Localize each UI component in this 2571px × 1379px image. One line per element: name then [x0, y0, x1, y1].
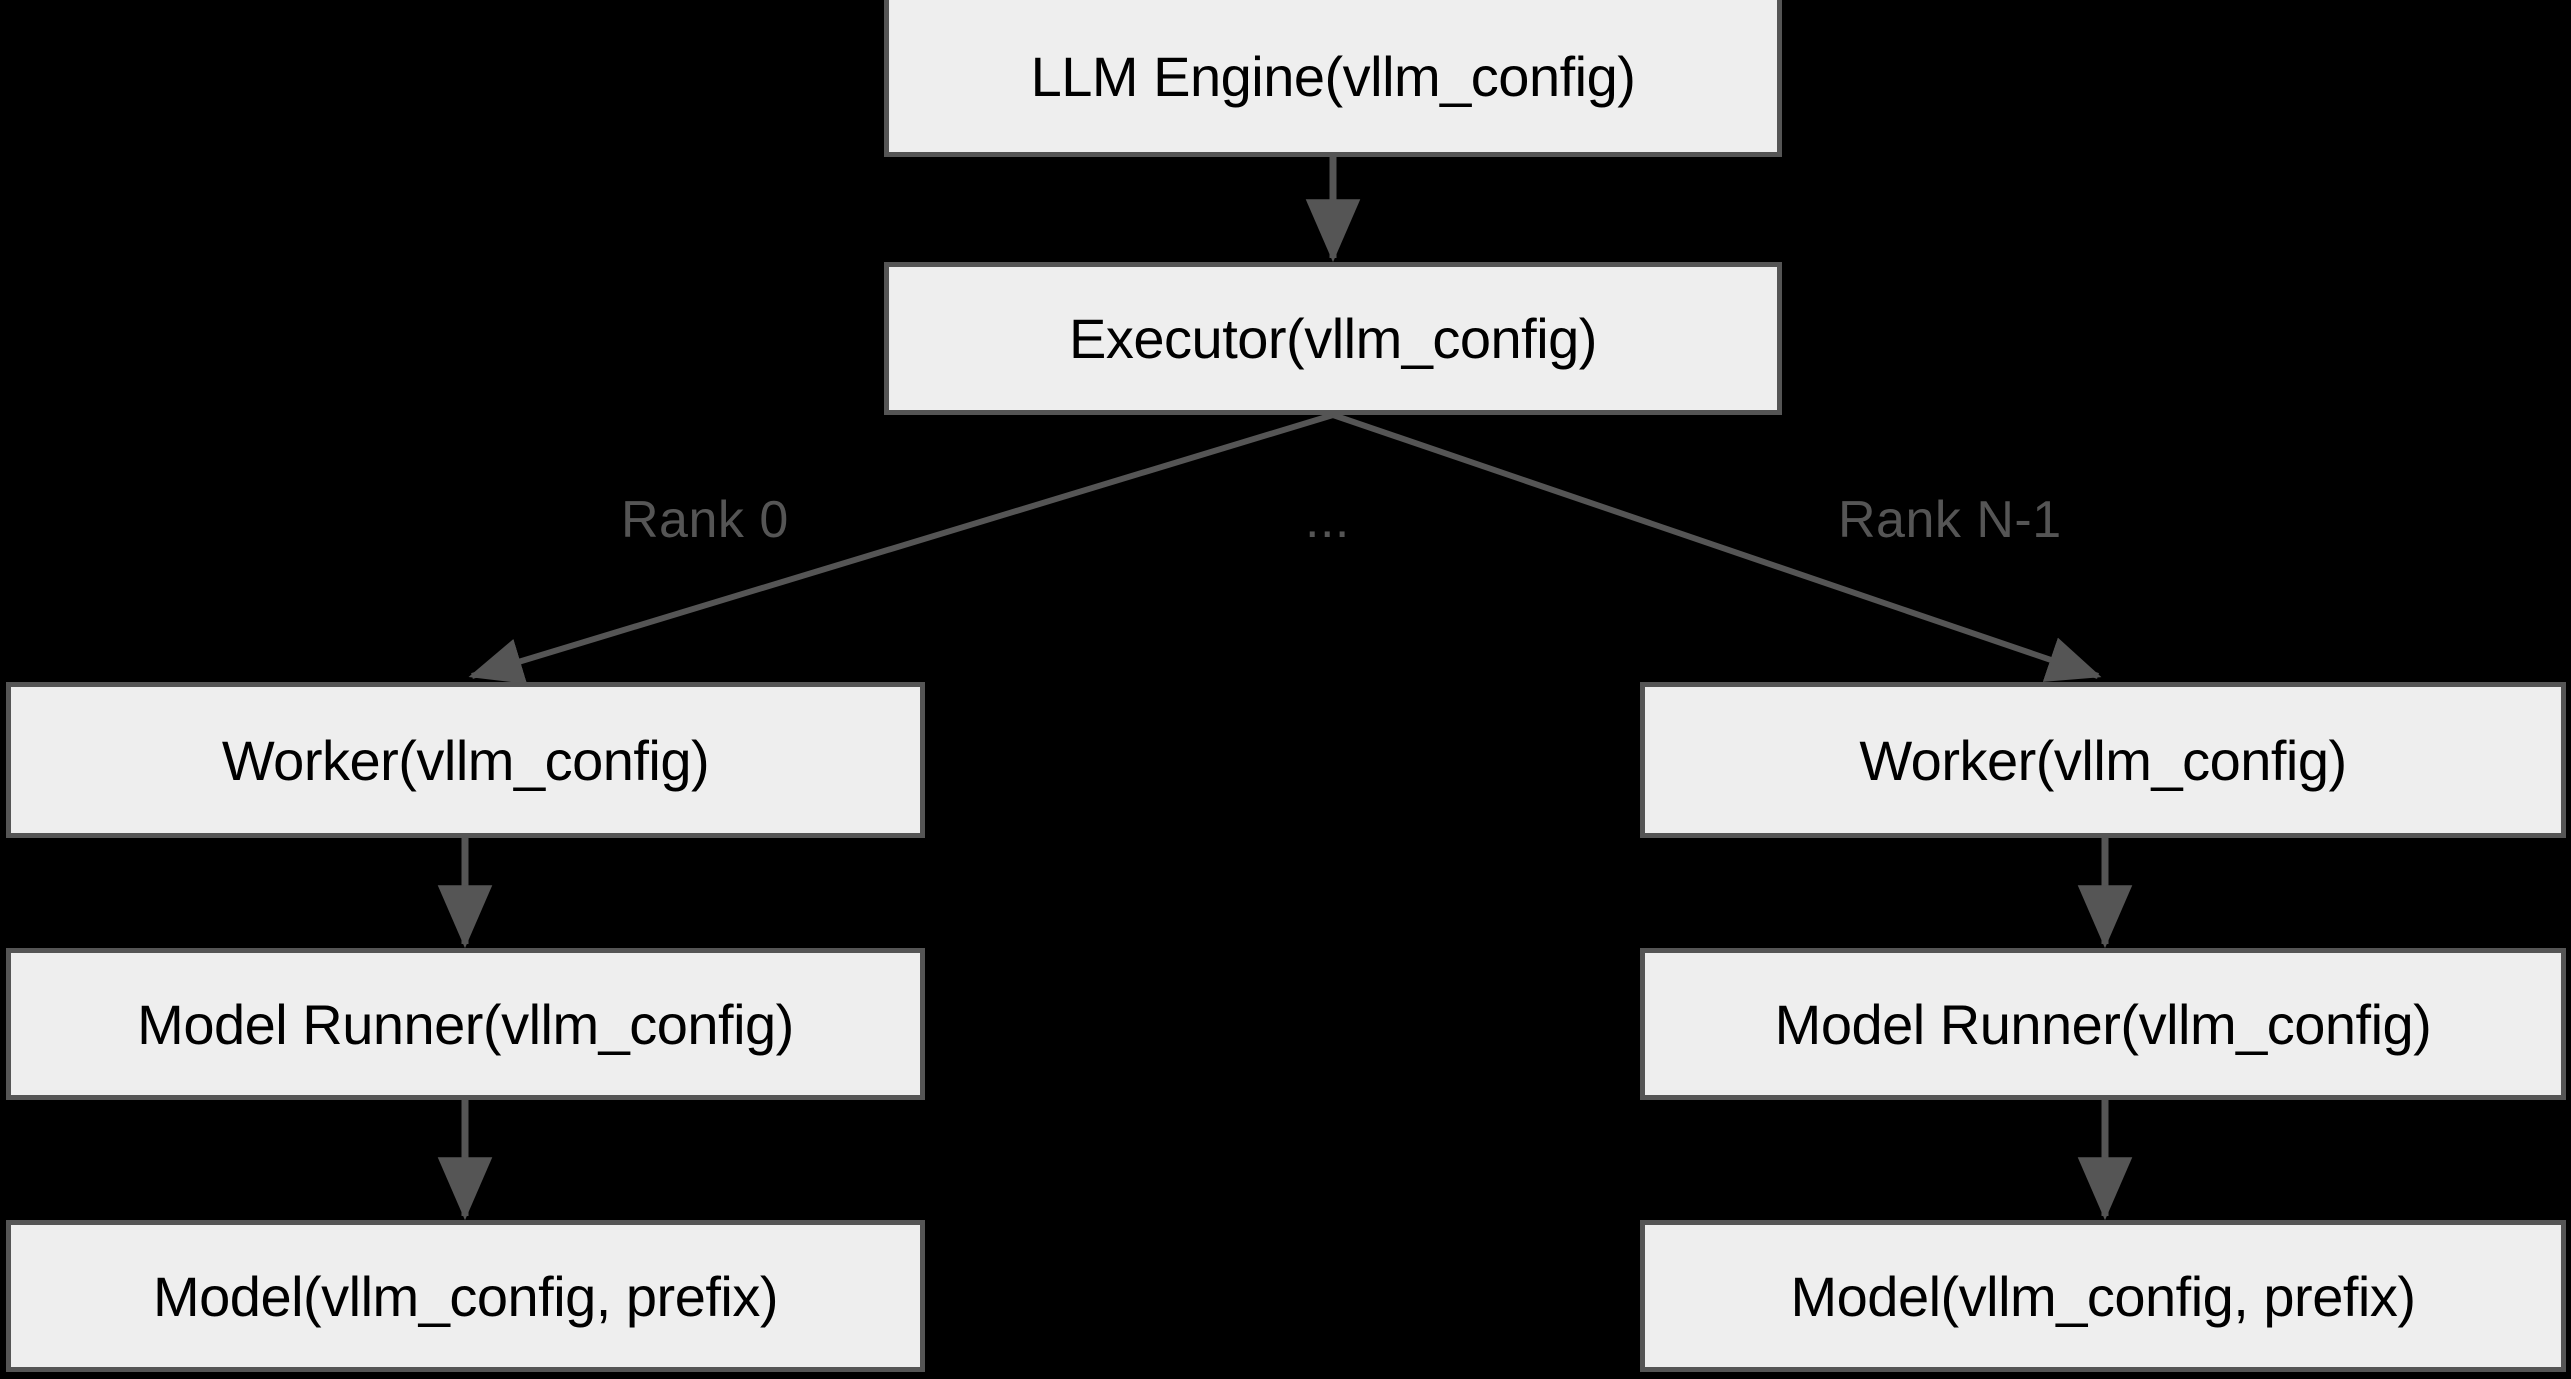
edge-executor-to-worker-0 — [468, 412, 1334, 684]
edge-label-rank-0: Rank 0 — [621, 491, 789, 549]
node-llm-engine[interactable]: LLM Engine(vllm_config) — [884, 0, 1782, 157]
edge-label-rank-n-1: Rank N-1 — [1838, 491, 2062, 549]
edge-label-ellipsis: ... — [1305, 491, 1350, 549]
node-worker-rank-n-1[interactable]: Worker(vllm_config) — [1640, 682, 2566, 838]
node-model-rank-n-1[interactable]: Model(vllm_config, prefix) — [1640, 1220, 2566, 1372]
node-model-runner-rank-n-1[interactable]: Model Runner(vllm_config) — [1640, 948, 2566, 1100]
node-model-runner-rank-0[interactable]: Model Runner(vllm_config) — [6, 948, 925, 1100]
node-executor[interactable]: Executor(vllm_config) — [884, 262, 1782, 415]
node-model-rank-0[interactable]: Model(vllm_config, prefix) — [6, 1220, 925, 1372]
node-worker-rank-0[interactable]: Worker(vllm_config) — [6, 682, 925, 838]
